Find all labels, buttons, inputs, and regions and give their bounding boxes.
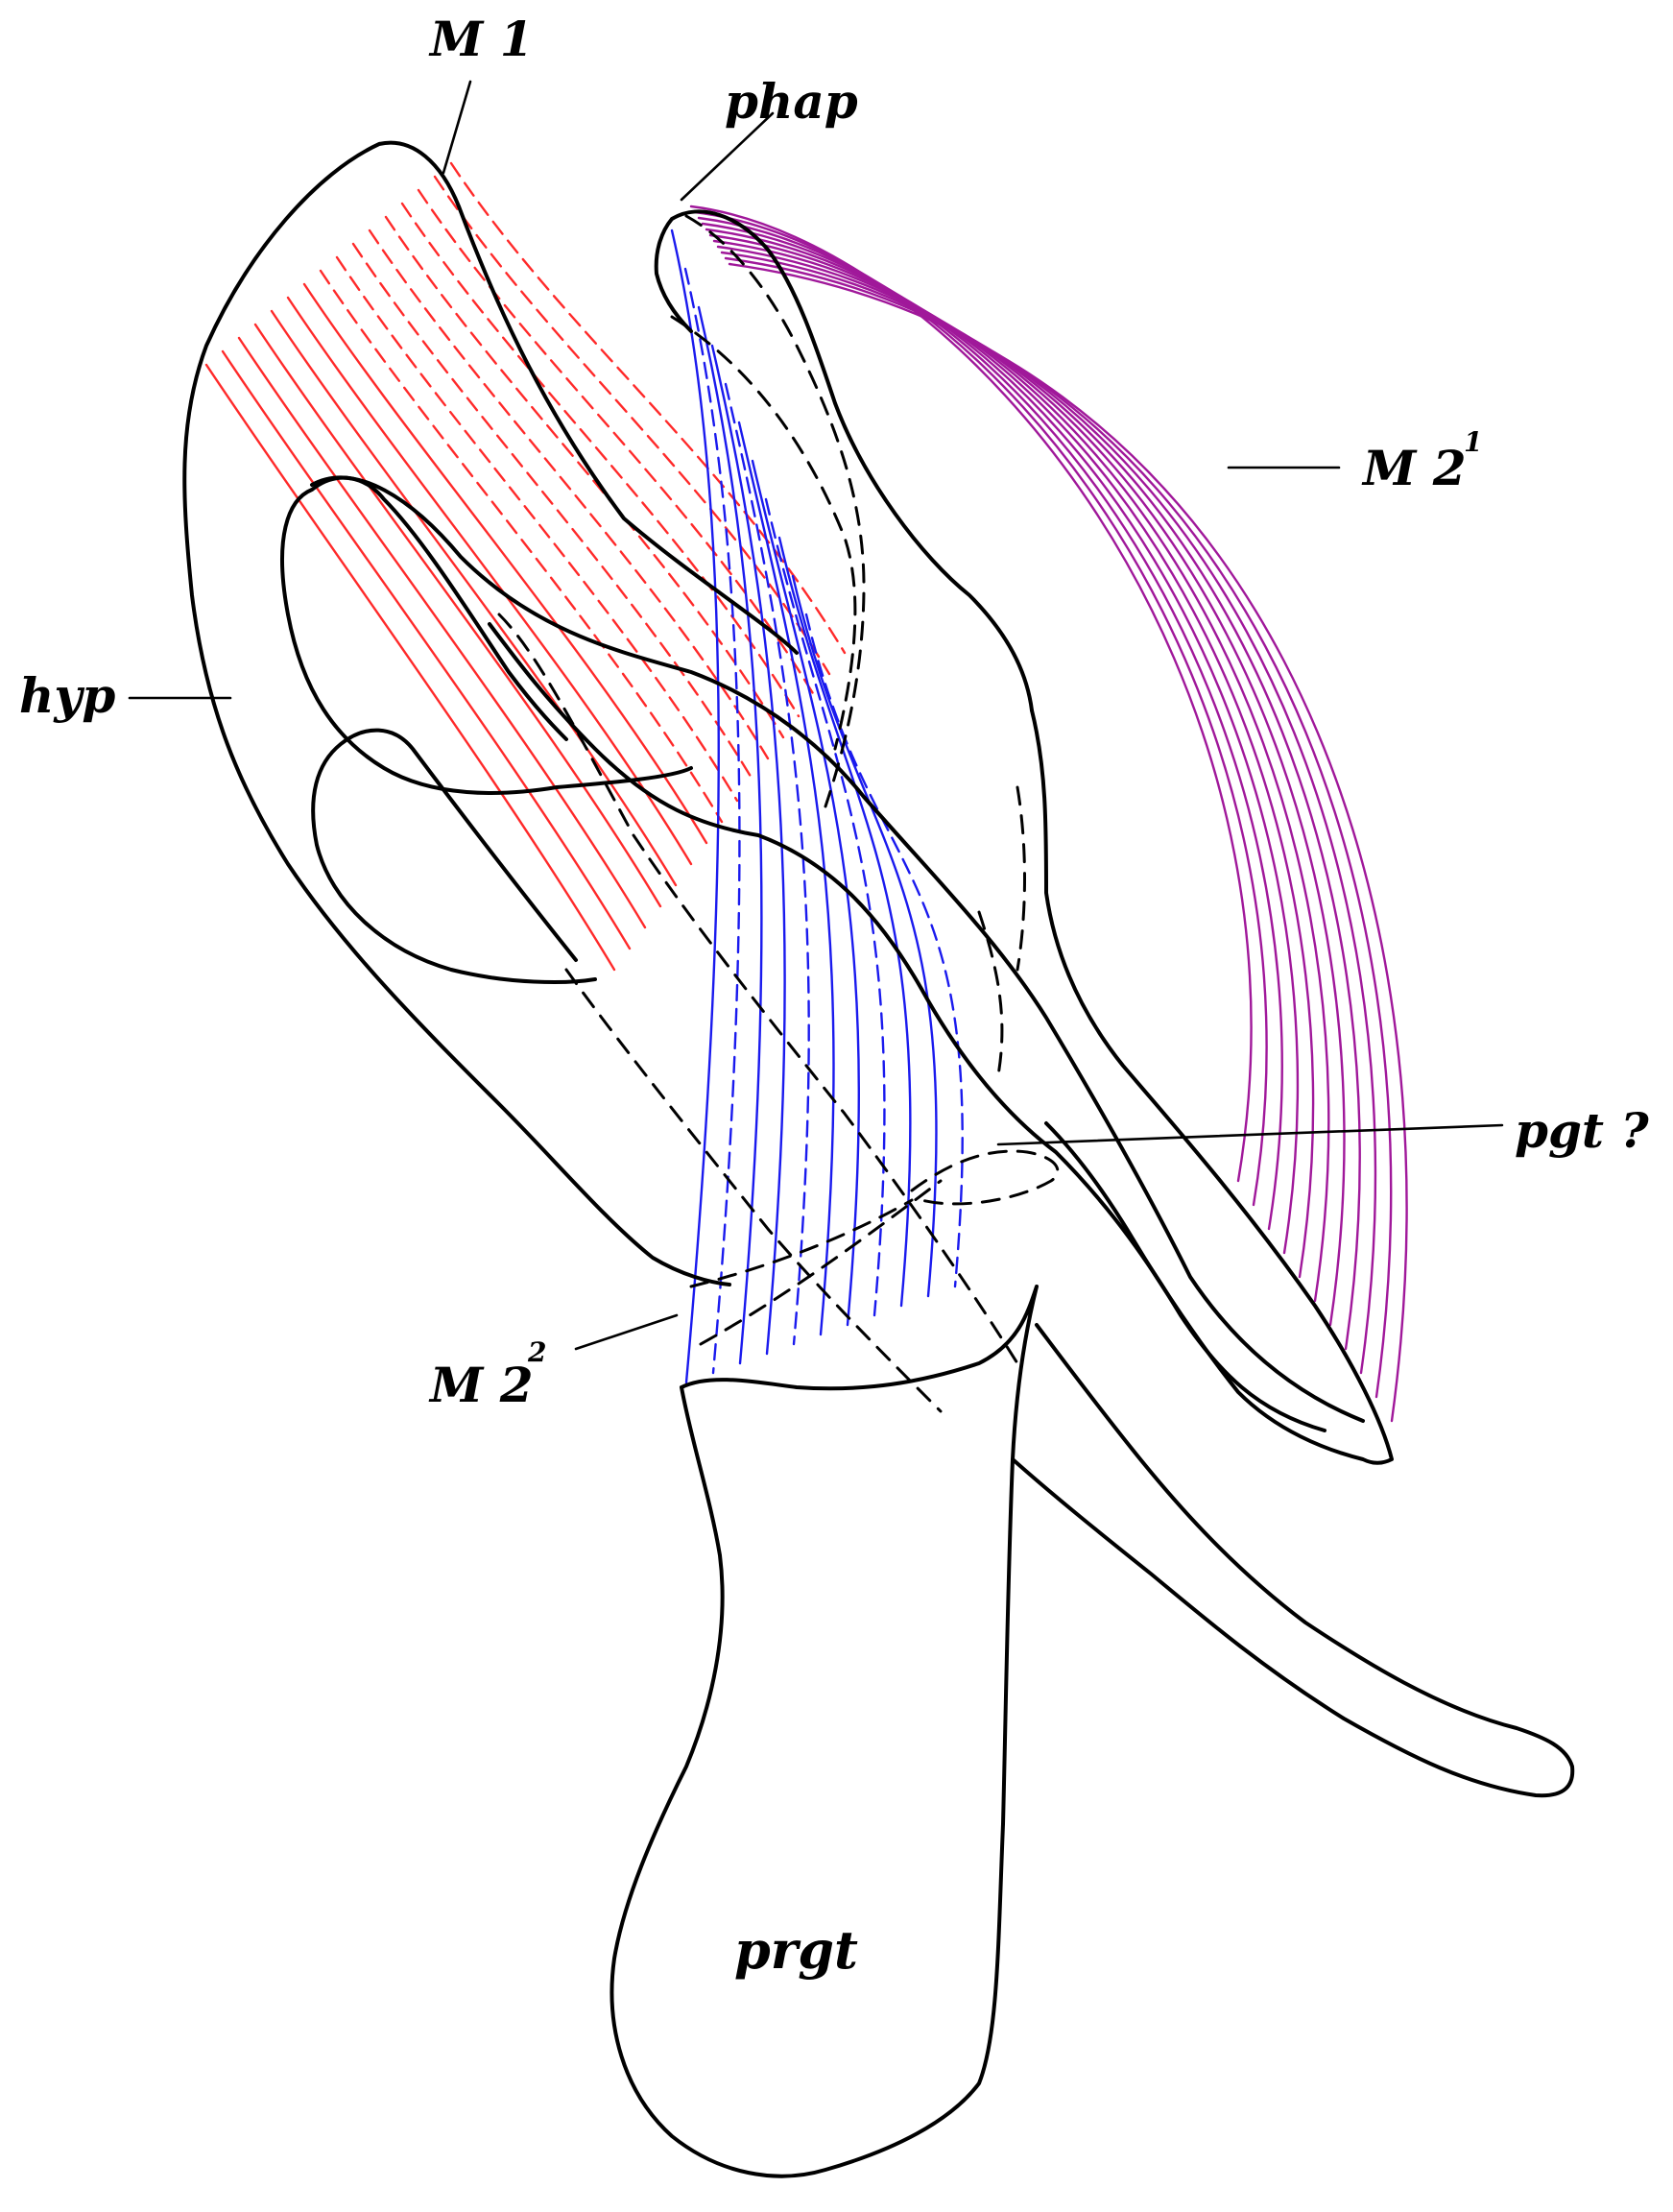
m2-1-muscle-fibers (689, 204, 1408, 1423)
label-m1: M 1 (428, 11, 534, 67)
m2-2-fiber (804, 613, 964, 1288)
phap-outline (654, 209, 1034, 712)
label-m2-2: M 2 (428, 1357, 534, 1413)
internal-dashed-5 (910, 1149, 1060, 1206)
label-hyp: hyp (19, 667, 115, 724)
m1-fiber (253, 323, 662, 908)
m1-fiber (400, 202, 801, 718)
m2-2-fiber (764, 497, 886, 1317)
m1-fiber (237, 336, 647, 929)
m2-1-fiber (705, 228, 1315, 1279)
m2-2-fiber (683, 267, 741, 1375)
m2-1-lobe-outline (1030, 709, 1394, 1465)
hyp-lower-window (311, 728, 597, 984)
m2-1-fiber (708, 233, 1330, 1303)
m2-2-muscle-fibers (670, 228, 964, 1384)
m1-fiber (351, 242, 754, 781)
m2-1-fiber (701, 222, 1300, 1255)
m1-fiber (221, 349, 632, 950)
m1-fiber (286, 296, 693, 866)
internal-dashed-6 (689, 1179, 943, 1346)
m1-fiber (302, 282, 708, 845)
m1-fiber (368, 228, 770, 760)
internal-dashed-3 (497, 613, 1019, 1365)
m2-2-fiber (777, 536, 912, 1308)
prgt-outline (609, 1285, 1039, 2178)
m2-1-fiber (712, 239, 1346, 1327)
m2-2-fiber (697, 305, 763, 1365)
m1-fiber (335, 255, 739, 803)
m2-2-fiber (737, 421, 835, 1336)
m2-1-fiber (716, 245, 1361, 1351)
m2-1-fiber (693, 210, 1268, 1207)
m2-2-fiber (670, 228, 720, 1384)
label-m2-1-superscript: 1 (1464, 426, 1482, 458)
m2-2-leader-line (574, 1313, 679, 1351)
m1-leader-line (442, 80, 472, 175)
m1-fiber (204, 363, 616, 972)
label-m2-1: M 2 (1361, 440, 1467, 496)
m2-2-fiber (751, 459, 860, 1327)
band-upper-edge (310, 475, 1365, 1423)
m1-fiber (417, 188, 816, 697)
lower-process-outline (1011, 1323, 1575, 1798)
m2-2-fiber (791, 574, 938, 1298)
internal-dashed-4 (564, 968, 943, 1413)
pgt-leader-line (996, 1123, 1504, 1146)
m1-fiber (319, 269, 724, 824)
m2-2-fiber (724, 382, 810, 1346)
label-prgt: prgt (734, 1919, 858, 1981)
m1-fiber (384, 215, 785, 739)
label-pgt: pgt ? (1515, 1102, 1649, 1159)
m1-muscle-fibers (204, 161, 847, 972)
label-phap: phap (725, 73, 858, 130)
internal-dashed-1 (684, 214, 866, 808)
label-m2-2-superscript: 2 (527, 1336, 546, 1368)
m2-1-fiber (724, 256, 1393, 1399)
hyp-outline (182, 140, 799, 1286)
internal-dashed-7 (977, 785, 1026, 1077)
m2-1-fiber (720, 251, 1377, 1375)
m2-2-fiber (710, 344, 786, 1356)
m2-1-fiber (728, 262, 1408, 1423)
m2-1-fiber (689, 204, 1253, 1183)
internal-dashed-2 (670, 315, 857, 751)
m1-fiber (433, 175, 831, 676)
phap-leader-line (680, 111, 775, 202)
m2-1-fiber (697, 216, 1283, 1231)
m1-fiber (270, 309, 678, 887)
